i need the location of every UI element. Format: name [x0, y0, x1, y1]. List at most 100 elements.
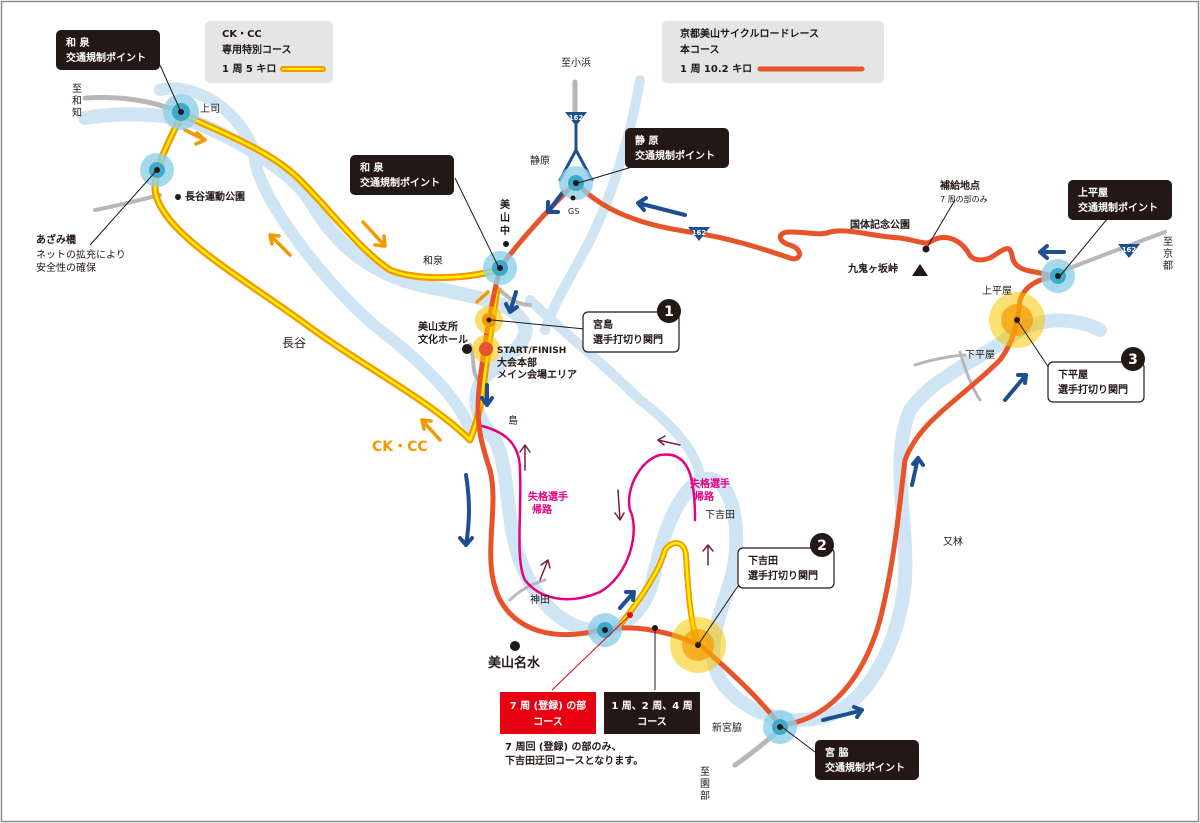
traffic-box-miyawaki: 宮 脇 交通規制ポイント: [815, 740, 919, 780]
label-kuki-pass: 九鬼ヶ坂峠: [847, 262, 898, 275]
svg-text:3: 3: [1128, 352, 1138, 368]
label-to-kyoto-2: 京: [1163, 247, 1173, 260]
label-shimohiraya: 下平屋: [965, 349, 995, 361]
traffic-marker-miyawaki: [763, 710, 797, 744]
laps124-box: 1 周、2 周、4 周 コース: [604, 692, 700, 734]
label-disq-3: 失格選手: [690, 477, 730, 490]
direction-arrows-main: [458, 190, 1066, 722]
label-miyama-jh-1: 美: [500, 198, 511, 211]
label-to-wachi-2: 和: [72, 95, 82, 107]
label-kokutai-park: 国体記念公園: [850, 218, 910, 231]
label-matabayashi: 又林: [943, 535, 963, 548]
traffic-control-markers: [140, 94, 1075, 744]
lap7-note-1: 7 周回 (登録) の部のみ、: [505, 740, 622, 753]
disq-route: [476, 423, 697, 601]
label-disq-4: 帰路: [694, 490, 715, 503]
mountain-pass-icon: [912, 264, 928, 276]
label-shimoyoshida: 下吉田: [705, 509, 735, 521]
svg-text:1 周 10.2 キロ: 1 周 10.2 キロ: [680, 63, 752, 75]
svg-text:1: 1: [664, 304, 674, 320]
svg-text:CK・CC: CK・CC: [222, 29, 262, 40]
svg-text:コース: コース: [533, 716, 563, 728]
lap7-detour: [617, 540, 701, 648]
svg-text:上平屋: 上平屋: [1078, 186, 1108, 199]
traffic-marker-kanda: [588, 613, 622, 647]
label-net-note-2: 安全性の確保: [36, 261, 96, 274]
svg-text:静 原: 静 原: [635, 134, 658, 147]
label-kamitsukasa: 上司: [200, 103, 220, 115]
svg-text:交通規制ポイント: 交通規制ポイント: [1078, 201, 1158, 214]
label-to-wachi-3: 知: [72, 106, 82, 119]
svg-text:専用特別コース: 専用特別コース: [222, 43, 292, 56]
cutoff-box-shimoyoshida: 下吉田 選手打切り関門 2: [737, 533, 835, 589]
cutoff-box-miyajima: 宮島 選手打切り関門 1: [582, 299, 681, 353]
label-disq-1: 失格選手: [528, 490, 568, 503]
lap7-box: 7 周 (登録) の部 コース: [500, 692, 596, 734]
svg-text:交通規制ポイント: 交通規制ポイント: [825, 761, 905, 774]
label-nagatani-park: 長谷運動公園: [185, 190, 245, 203]
label-shinmiyawaki: 新宮脇: [712, 721, 742, 734]
svg-text:選手打切り関門: 選手打切り関門: [1058, 383, 1128, 396]
svg-text:下平屋: 下平屋: [1058, 369, 1088, 381]
label-shima: 島: [508, 414, 518, 427]
svg-text:162: 162: [569, 114, 584, 122]
legend-main: 京都美山サイクルロードレース 本コース 1 周 10.2 キロ: [662, 21, 884, 83]
traffic-marker-shizuhara: [559, 166, 593, 200]
legend-ckcc: CK・CC 専用特別コース 1 周 5 キロ: [205, 21, 333, 83]
label-hq: 大会本部: [497, 356, 537, 369]
label-shizuhara: 静原: [530, 154, 550, 167]
label-azami-bridge: あざみ橋: [36, 233, 77, 246]
label-to-sonobe-2: 園: [700, 778, 710, 790]
cutoff-marker-miyajima: [475, 306, 503, 334]
label-miyama-office-1: 美山支所: [418, 320, 458, 333]
label-to-sonobe-1: 至: [700, 766, 710, 778]
svg-text:7 周 (登録) の部: 7 周 (登録) の部: [510, 699, 587, 712]
direction-arrows-ckcc: [183, 128, 490, 442]
cutoff-box-shimohiraya: 下平屋 選手打切り関門 3: [1047, 347, 1145, 403]
label-kanda: 神田: [530, 593, 550, 606]
label-net-note-1: ネットの拡充により: [36, 248, 126, 261]
svg-text:162: 162: [1122, 246, 1137, 254]
svg-text:下吉田: 下吉田: [748, 554, 778, 567]
label-to-wachi-1: 至: [72, 83, 82, 95]
svg-text:和 泉: 和 泉: [359, 161, 384, 174]
label-kamihiraya: 上平屋: [982, 285, 1012, 297]
svg-text:1 周、2 周、4 周: 1 周、2 周、4 周: [611, 700, 692, 712]
label-supply-point: 補給地点: [939, 179, 980, 192]
lap7-note-2: 下吉田迂回コースとなります。: [505, 754, 643, 767]
traffic-box-izumi-west: 和 泉 交通規制ポイント: [56, 30, 160, 70]
traffic-marker-izumi: [483, 251, 517, 285]
label-to-kyoto-3: 都: [1163, 260, 1173, 272]
svg-text:交通規制ポイント: 交通規制ポイント: [635, 149, 715, 162]
svg-text:交通規制ポイント: 交通規制ポイント: [360, 176, 440, 189]
leader-lines: [89, 64, 1109, 753]
svg-text:選手打切り関門: 選手打切り関門: [748, 569, 818, 582]
traffic-box-izumi: 和 泉 交通規制ポイント: [350, 155, 454, 195]
label-to-sonobe-3: 部: [700, 789, 710, 802]
route-shield-icon: 162: [1118, 244, 1140, 258]
svg-text:2: 2: [817, 538, 827, 554]
label-izumi: 和泉: [423, 254, 443, 267]
svg-text:宮島: 宮島: [593, 318, 613, 331]
label-miyama-meisui: 美山名水: [488, 655, 541, 671]
label-ckcc: CK・CC: [372, 439, 428, 455]
label-to-kyoto-1: 至: [1163, 236, 1173, 248]
label-main-area: メイン会場エリア: [497, 368, 577, 381]
svg-text:交通規制ポイント: 交通規制ポイント: [66, 51, 146, 64]
label-disq-2: 帰路: [532, 503, 553, 516]
svg-text:京都美山サイクルロードレース: 京都美山サイクルロードレース: [680, 27, 819, 40]
route-shield-icon: 162: [565, 112, 587, 126]
svg-text:選手打切り関門: 選手打切り関門: [593, 333, 663, 346]
label-miyama-office-2: 文化ホール: [418, 333, 468, 346]
place-labels: 至 和 知 上司 長谷運動公園 あざみ橋 ネットの拡充により 安全性の確保 和泉…: [36, 57, 1173, 802]
svg-text:162: 162: [692, 229, 707, 237]
svg-text:1 周 5 キロ: 1 周 5 キロ: [222, 63, 276, 75]
label-miyama-jh-2: 山: [500, 211, 510, 224]
label-nagatani: 長谷: [282, 336, 306, 350]
svg-text:和 泉: 和 泉: [65, 36, 90, 49]
label-supply-note: 7 周の部のみ: [940, 194, 988, 204]
traffic-box-kamihiraya: 上平屋 交通規制ポイント: [1068, 180, 1172, 220]
label-gs: GS: [568, 207, 579, 216]
